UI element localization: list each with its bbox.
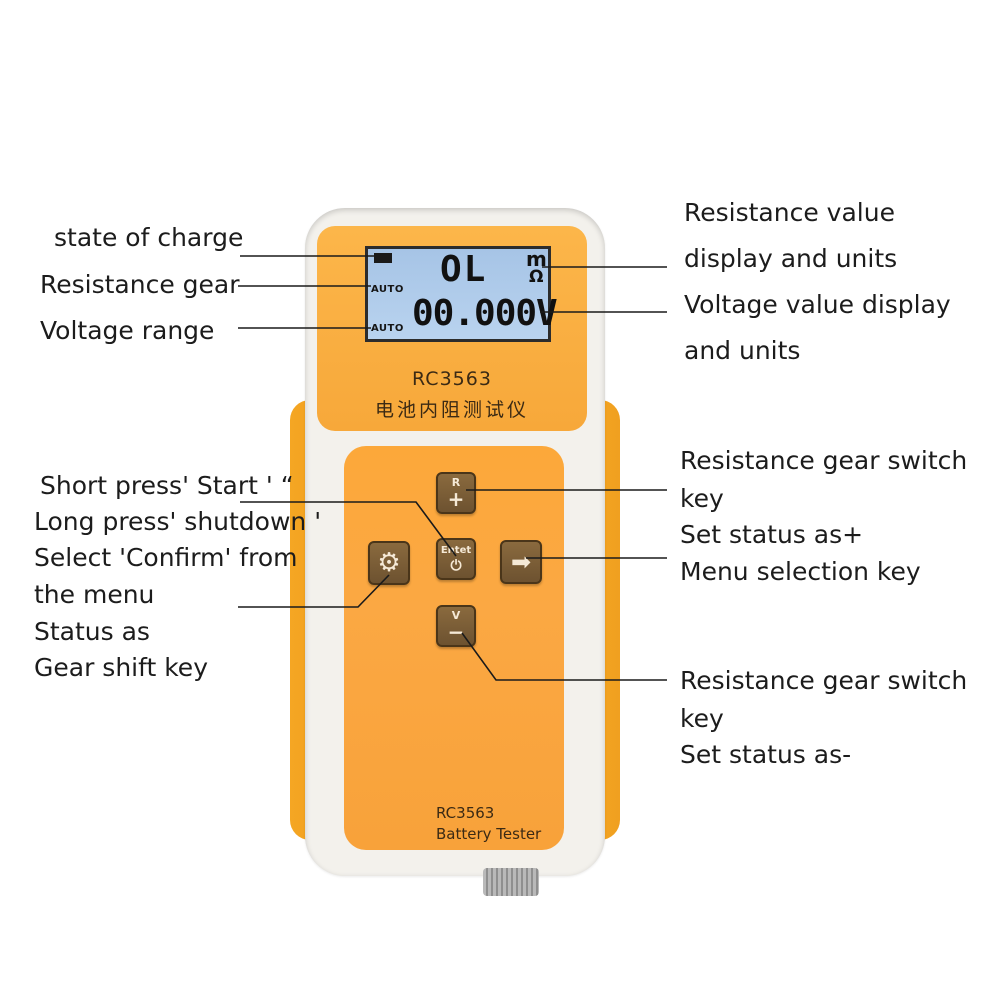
resistance-display-label-1: Resistance value xyxy=(684,198,895,227)
leader-enter-key xyxy=(240,501,457,557)
bottom-model-label: RC3563 xyxy=(436,804,495,822)
r-key-label-2: key xyxy=(680,484,724,513)
enter-key-label-1: Short press' Start ' “ xyxy=(40,471,294,500)
top-subtitle-label: 电池内阻测试仪 xyxy=(374,399,529,421)
v-key-label-1: Resistance gear switch xyxy=(680,666,968,695)
voltage-range-indicator: AUTO xyxy=(371,323,404,334)
power-icon: ⏻ xyxy=(450,557,462,574)
probe-connector xyxy=(483,868,539,896)
state-of-charge-label: state of charge xyxy=(54,223,244,252)
enter-key-label: Entet xyxy=(440,544,472,556)
v-key-label-3: Set status as- xyxy=(680,740,852,769)
menu-selection-key[interactable]: ➡ xyxy=(500,540,542,584)
enter-key-label-2: Long press' shutdown ' xyxy=(34,507,322,536)
leader-v-key xyxy=(461,632,667,681)
resistance-display-label-2: display and units xyxy=(684,244,898,273)
lcd-screen: AUTO AUTO OL m Ω 00.000V xyxy=(365,246,558,342)
resistance-plus-key[interactable]: R + xyxy=(436,472,476,514)
resistance-reading: OL xyxy=(440,249,488,290)
r-key-label: R xyxy=(451,476,461,489)
enter-key-label-4: the menu xyxy=(34,580,155,609)
resistance-unit: Ω xyxy=(529,267,544,287)
enter-key-label-5: Status as xyxy=(34,617,150,646)
gear-icon: ⚙ xyxy=(377,548,401,578)
voltage-reading: 00.000V xyxy=(412,293,558,334)
voltage-display-label-1: Voltage value display xyxy=(684,290,951,319)
v-key-label-2: key xyxy=(680,704,724,733)
plus-label: + xyxy=(447,487,465,511)
arrow-right-icon: ➡ xyxy=(510,548,532,576)
enter-key-label-3: Select 'Confirm' from xyxy=(34,543,298,572)
voltage-display-label-2: and units xyxy=(684,336,801,365)
top-model-label: RC3563 xyxy=(412,368,492,390)
minus-label: − xyxy=(447,620,465,644)
resistance-gear-indicator: AUTO xyxy=(371,284,404,295)
enter-key-label-6: Gear shift key xyxy=(34,653,208,682)
resistance-gear-label: Resistance gear xyxy=(40,270,240,299)
battery-icon xyxy=(374,253,392,263)
r-key-label-3: Set status as+ xyxy=(680,520,864,549)
bottom-name-label: Battery Tester xyxy=(436,825,542,843)
voltage-range-label: Voltage range xyxy=(40,316,215,345)
leader-gear-key xyxy=(238,574,390,608)
resistance-unit-prefix: m xyxy=(526,247,547,271)
r-key-label-1: Resistance gear switch xyxy=(680,446,968,475)
v-key-label: V xyxy=(451,609,461,622)
enter-power-key[interactable]: Entet ⏻ xyxy=(436,538,476,580)
menu-key-label: Menu selection key xyxy=(680,557,921,586)
voltage-minus-key[interactable]: V − xyxy=(436,605,476,647)
gear-shift-key[interactable]: ⚙ xyxy=(368,541,410,585)
